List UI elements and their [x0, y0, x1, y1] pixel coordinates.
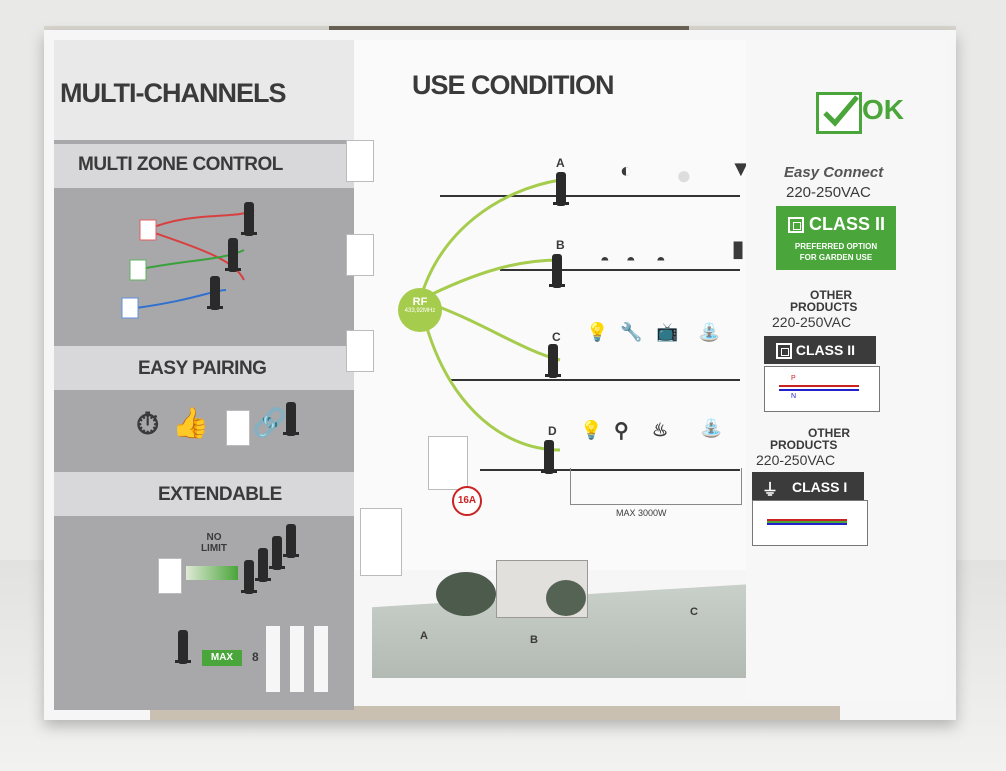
- rf-label: RF: [412, 296, 428, 308]
- receiver-icon: [541, 440, 557, 474]
- tv-icon: 📺: [656, 322, 679, 342]
- heater-icon: ♨: [652, 420, 669, 440]
- ground-icon: ⏚: [762, 482, 779, 499]
- easy-pairing-title: EASY PAIRING: [138, 358, 267, 379]
- channel-letter: C: [552, 330, 561, 344]
- rf-frequency: 433,92MHz: [404, 308, 436, 314]
- stake-icon: [225, 238, 241, 272]
- tree-icon: [546, 580, 586, 616]
- class2-small-label: CLASS II: [795, 342, 856, 358]
- class1-label: CLASS I: [792, 479, 848, 495]
- stake-icon: [255, 548, 271, 582]
- bulb-icon: 💡: [580, 420, 603, 440]
- max-power-bracket: [570, 468, 742, 505]
- globe-lamp-icon: ●: [676, 160, 692, 190]
- receiver-icon: [553, 172, 569, 206]
- other-products-3: OTHER: [808, 426, 850, 440]
- deck-light-icon: ◓: [626, 252, 636, 269]
- class2-icon: [776, 343, 792, 360]
- arrow-icon: [186, 566, 238, 580]
- use-condition-title: USE CONDITION: [412, 70, 615, 100]
- zone-band: [54, 144, 354, 188]
- zone-letter: C: [690, 606, 698, 618]
- zone-letter: A: [420, 630, 428, 642]
- preferred-line-2: FOR GARDEN USE: [799, 253, 873, 262]
- wire-diagram-2: P N: [764, 366, 880, 412]
- cable-icon: [767, 519, 847, 525]
- stake-icon: [269, 536, 285, 570]
- brand-logo: Easy Connect: [784, 164, 884, 181]
- stake-icon: [283, 402, 299, 436]
- switch-icon: [346, 234, 374, 276]
- multi-zone-title: MULTI ZONE CONTROL: [78, 154, 283, 175]
- zone-letter: B: [530, 634, 538, 646]
- fountain-icon: ⛲: [698, 322, 721, 342]
- stake-icon: [241, 202, 257, 236]
- channel-letter: B: [556, 238, 565, 252]
- ok-label: OK: [862, 94, 904, 125]
- stake-icon: [207, 276, 223, 310]
- lamp-post-icon: ⚲: [614, 420, 629, 442]
- max-badge: MAX: [202, 650, 242, 666]
- other-products-1: OTHER: [810, 288, 852, 302]
- left-header: [54, 40, 354, 140]
- multi-channels-title: MULTI-CHANNELS: [60, 78, 286, 108]
- preferred-line-1: PREFERRED OPTION: [794, 242, 878, 251]
- class2-label: CLASS II: [809, 214, 886, 234]
- receiver-icon: [545, 344, 561, 378]
- wire-n-label: N: [791, 393, 797, 400]
- fuse-badge: 16A: [452, 486, 482, 516]
- pairing-band: [54, 346, 354, 390]
- class2-dark-tag: CLASS II: [764, 336, 876, 364]
- other-products-4: PRODUCTS: [770, 438, 838, 452]
- bulb-icon: 💡: [586, 322, 609, 342]
- ok-check-icon: [816, 92, 862, 134]
- switch-icon: [346, 330, 374, 372]
- voltage-label-3: 220-250VAC: [756, 452, 836, 468]
- channel-letter: D: [548, 424, 557, 438]
- class1-dark-tag: ⏚ CLASS I: [752, 472, 864, 500]
- switch-icon: [226, 410, 250, 446]
- stopwatch-icon: ⏱: [136, 408, 160, 441]
- tool-icon: 🔧: [620, 322, 643, 342]
- link-icon: 🔗: [252, 407, 287, 438]
- breaker-panel-icon: [428, 436, 468, 490]
- class2-preferred-tag: CLASS II PREFERRED OPTION FOR GARDEN USE: [776, 206, 896, 270]
- left-panel: MULTI-CHANNELS MULTI ZONE CONTROL EASY P…: [54, 40, 354, 710]
- voltage-label: 220-250VAC: [786, 184, 871, 201]
- tree-icon: [436, 572, 496, 616]
- fountain-icon: ⛲: [700, 418, 723, 438]
- switch-icon: [346, 140, 374, 182]
- receiver-icon: [549, 254, 565, 288]
- cable-icon: [779, 385, 859, 391]
- voltage-label-2: 220-250VAC: [772, 314, 852, 330]
- no-limit-label: NO LIMIT: [200, 532, 228, 554]
- switch-grid-icon: [266, 626, 336, 692]
- switch-icon: [158, 558, 182, 594]
- deck-light-icon: ◓: [656, 252, 666, 269]
- stake-icon: [283, 524, 299, 558]
- max-power-label: MAX 3000W: [616, 508, 667, 518]
- extendable-title: EXTENDABLE: [158, 484, 282, 505]
- switch-icon: [360, 508, 402, 576]
- stake-icon: [241, 560, 257, 594]
- stake-icon: [175, 630, 191, 664]
- extendable-band: [54, 472, 354, 516]
- deck-light-icon: ◓: [600, 252, 610, 269]
- rf-badge: RF 433,92MHz: [398, 288, 442, 332]
- wire-diagram-1: [752, 500, 868, 546]
- thumbs-up-icon: 👍: [172, 407, 210, 440]
- wire-p-label: P: [791, 375, 796, 382]
- zone-illustration: [121, 209, 255, 319]
- max-value: 8: [252, 650, 259, 664]
- class2-icon: [788, 217, 804, 234]
- bollard-icon: ▮: [732, 236, 745, 261]
- spotlight-icon: ◐: [620, 160, 633, 182]
- other-products-2: PRODUCTS: [790, 300, 858, 314]
- channel-letter: A: [556, 156, 565, 170]
